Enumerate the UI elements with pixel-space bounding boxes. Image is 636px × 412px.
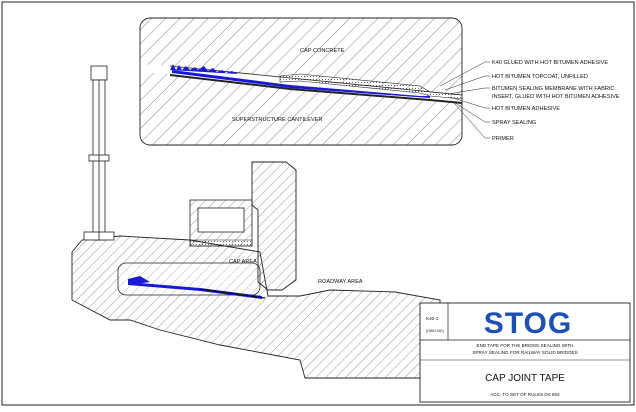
cross-section: CAP AREA ROADWAY AREA <box>71 65 441 379</box>
drawing-code-sub: (DWG-NO) <box>426 329 444 333</box>
detail-frame <box>139 17 463 146</box>
callout-membrane-1: BITUMEN SEALING MEMBRANE WITH FABRIC <box>492 86 614 92</box>
drawing-title: CAP JOINT TAPE <box>485 373 565 384</box>
cap-concrete-area <box>140 18 462 95</box>
callout-spray: SPRAY SEALING <box>492 120 536 126</box>
bridge-deck <box>71 235 441 379</box>
cap-concrete-label: CAP CONCRETE <box>300 48 345 54</box>
bitumen-membrane <box>172 70 430 98</box>
cap-area-label: CAP AREA <box>229 259 257 265</box>
rules-reference: ACC. TO SET OF RULES DS 804 <box>490 392 560 397</box>
membrane-blobs <box>170 64 238 74</box>
callout-primer: PRIMER <box>492 136 514 142</box>
roadway-area-label: ROADWAY AREA <box>318 279 363 285</box>
superstructure-area <box>140 72 462 145</box>
title-block: K40-1 (DWG-NO) STOG END TAPE FOR THE BRI… <box>419 302 631 403</box>
sheet-border <box>1 1 635 406</box>
callout-leaders <box>439 61 490 139</box>
description-line-2: SPRAY SEALING FOR RAILWAY SOLID BRIDGES <box>472 350 577 355</box>
callout-membrane-2: INSERT, GLUED WITH HOT BITUMEN ADHESIVE <box>492 94 620 100</box>
cap-wall <box>251 161 297 291</box>
callout-k40: K40 GLUED WITH HOT BITUMEN ADHESIVE <box>492 60 608 66</box>
superstructure-label: SUPERSTRUCTURE CANTILEVER <box>232 117 322 123</box>
railing-post <box>83 65 115 241</box>
spray-sealing-layer <box>170 74 462 104</box>
stog-logo: STOG <box>484 307 572 340</box>
drawing-code: K40-1 <box>426 316 439 321</box>
detail-view: CAP CONCRETE SUPERSTRUCTURE CANTILEVER K… <box>139 17 620 146</box>
description-line-1: END TAPE FOR THE BRIDGE SEALING WITH <box>477 343 574 348</box>
callout-adhesive: HOT BITUMEN ADHESIVE <box>492 106 560 112</box>
section-membrane <box>128 282 262 299</box>
callout-topcoat: HOT BITUMEN TOPCOAT, UNFILLED <box>492 74 588 80</box>
k40-tape <box>279 73 462 100</box>
